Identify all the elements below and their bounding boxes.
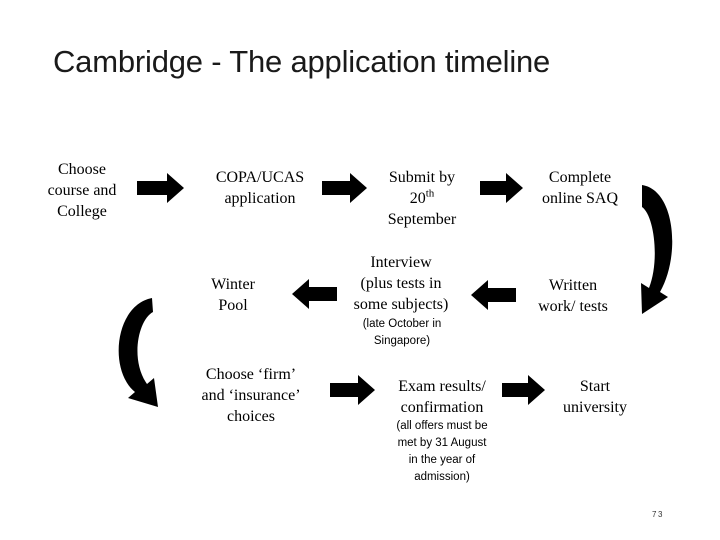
step-winter-pool: Winter Pool	[211, 276, 255, 314]
arrow-right-3	[480, 173, 523, 203]
curve-arrow-right-down	[641, 185, 673, 314]
curve-arrow-left-down	[118, 298, 158, 407]
arrow-right-4	[330, 375, 375, 405]
step-submit-by: Submit by 20th September	[387, 169, 457, 228]
step-exam-results: Exam results/ confirmation	[398, 378, 486, 416]
step-complete-saq: Complete online SAQ	[542, 169, 618, 207]
arrow-right-5	[502, 375, 545, 405]
page-number: 73	[652, 510, 664, 519]
exam-note: (all offers must be met by 31 August in …	[396, 420, 488, 483]
arrow-left-2	[292, 279, 337, 309]
step-copa-ucas: COPA/UCAS application	[215, 169, 305, 207]
step-written-tests: Written work/ tests	[538, 277, 608, 315]
step-choose-course: Choose course and College	[47, 161, 117, 220]
step-start-university: Start university	[563, 378, 627, 416]
page-title: Cambridge - The application timeline	[53, 44, 551, 79]
arrow-right-1	[137, 173, 184, 203]
arrow-right-2	[322, 173, 367, 203]
interview-note: (late October in Singapore)	[362, 318, 442, 347]
arrow-left-1	[471, 280, 516, 310]
step-choose-firm: Choose ‘firm’ and ‘insurance’ choices	[201, 366, 301, 425]
step-interview: Interview (plus tests in some subjects)	[353, 254, 449, 313]
